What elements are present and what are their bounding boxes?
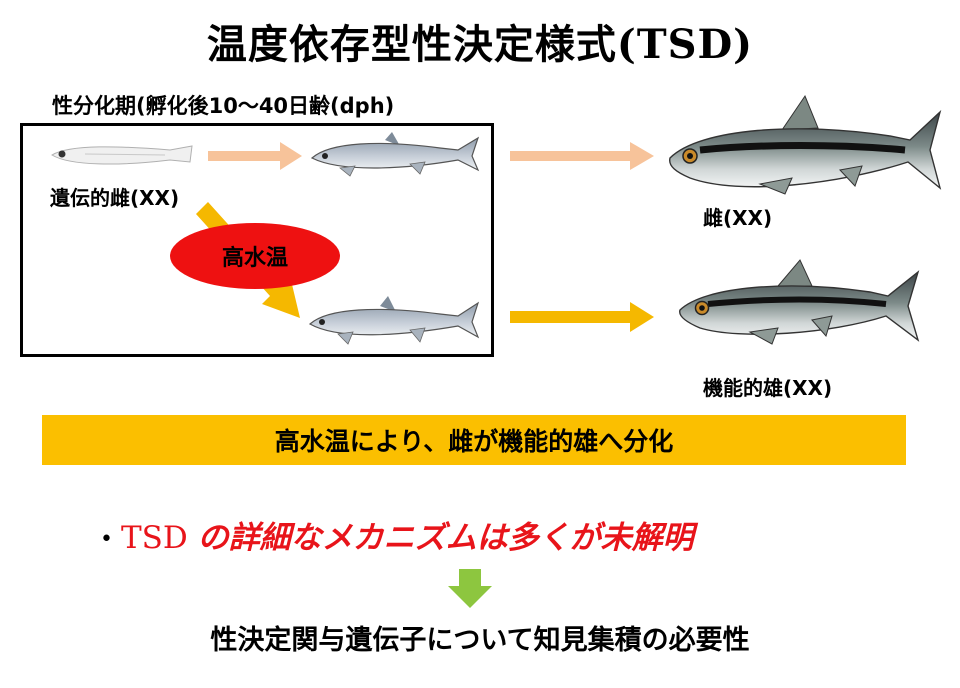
adult-male-fish-icon xyxy=(679,259,920,345)
arrow-icon xyxy=(208,142,302,170)
juvenile-fish-icon xyxy=(308,296,480,345)
bullet-point: • TSD の詳細なメカニズムは多くが未解明 xyxy=(100,512,694,557)
female-label: 雌(XX) xyxy=(703,206,773,230)
functional-male-label: 機能的雄(XX) xyxy=(703,376,833,400)
differentiation-period-frame xyxy=(20,123,494,357)
larva-icon xyxy=(51,145,193,165)
bullet-marker: • xyxy=(100,527,113,552)
high-temperature-oval: 高水温 xyxy=(170,223,340,289)
high-temperature-label: 高水温 xyxy=(221,246,288,271)
arrow-icon xyxy=(510,302,654,332)
summary-banner-text: 高水温により、雌が機能的雄へ分化 xyxy=(274,427,674,456)
juvenile-fish-icon xyxy=(310,132,480,177)
summary-banner: 高水温により、雌が機能的雄へ分化 xyxy=(42,415,906,465)
slide-title: 温度依存型性決定様式(TSD) xyxy=(206,21,754,68)
genetic-female-label: 遺伝的雌(XX) xyxy=(50,186,180,210)
arrow-icon xyxy=(510,142,654,170)
bullet-text-tsd: TSD xyxy=(120,520,198,556)
differentiation-period-label: 性分化期(孵化後10～40日齢(dph) xyxy=(52,94,395,118)
adult-female-fish-icon xyxy=(669,94,942,195)
conclusion-text: 性決定関与遺伝子について知見集積の必要性 xyxy=(210,625,750,656)
down-arrow-icon xyxy=(448,569,492,608)
bullet-text-main: の詳細なメカニズムは多くが未解明 xyxy=(197,520,694,556)
